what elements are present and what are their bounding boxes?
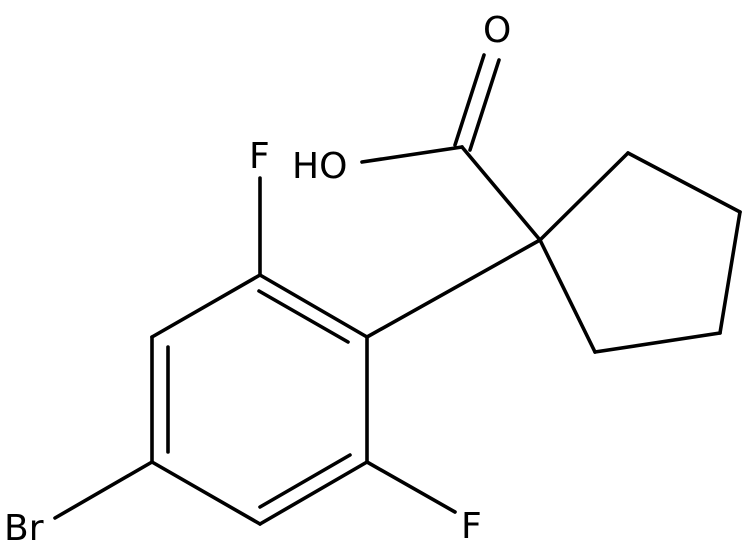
bond-c-oh: [360, 145, 464, 164]
bond-ring5-1: [538, 151, 630, 242]
bonds: [53, 53, 742, 526]
atom-hydroxyl: HO: [292, 146, 347, 187]
bond-c-f-bottom: [365, 460, 457, 514]
bond-ring5-5: [538, 238, 597, 354]
atom-f-top: F: [249, 136, 270, 177]
bond-benz-4: [150, 460, 262, 526]
bond-c-o-double-a: [453, 53, 486, 147]
bond-cooh-quaternary: [460, 145, 542, 242]
bond-benz-5-inner: [258, 453, 352, 509]
atom-o-carbonyl: O: [483, 10, 511, 51]
bond-benz-1: [258, 273, 369, 339]
bond-c-o-double-b: [468, 58, 501, 152]
bond-aryl-quaternary: [365, 238, 542, 339]
bond-ring5-2: [626, 151, 742, 214]
bond-benz-2: [150, 273, 262, 339]
bond-c-br: [53, 460, 154, 520]
bond-benz-1-inner: [257, 289, 350, 344]
atom-f-bottom: F: [461, 506, 482, 547]
bond-ring5-4: [593, 331, 722, 354]
atom-br: Br: [4, 508, 44, 549]
bond-ring5-3: [718, 210, 742, 335]
bond-benz-5: [258, 460, 369, 526]
atom-labels: O HO F F Br: [4, 10, 511, 549]
